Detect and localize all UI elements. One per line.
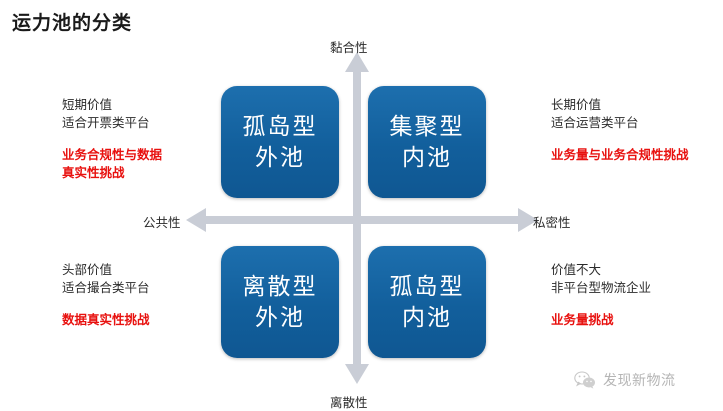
watermark-text: 发现新物流 (603, 372, 676, 388)
page-title: 运力池的分类 (12, 13, 133, 34)
watermark: 发现新物流 (574, 370, 676, 390)
wechat-icon (574, 370, 595, 389)
annotation-text: 头部价值 (62, 263, 113, 277)
annotation-text: 短期价值 (62, 98, 113, 112)
axis-label-right: 私密性 (533, 216, 571, 230)
annotation-top-right: 长期价值 适合运营类平台 业务量与业务合规性挑战 (551, 96, 723, 164)
quadrant-label-line1: 集聚型 (389, 113, 465, 139)
quadrant-label-line2: 外池 (255, 304, 305, 330)
annotation-bottom-left: 头部价值 适合撮合类平台 数据真实性挑战 (62, 261, 240, 329)
annotation-text: 适合撮合类平台 (62, 281, 150, 295)
quadrant-label-line1: 孤岛型 (389, 273, 465, 299)
annotation-highlight: 数据真实性挑战 (62, 313, 150, 327)
quadrant-label-line1: 离散型 (242, 273, 318, 299)
axis-label-top: 黏合性 (330, 41, 368, 55)
quadrant-label-line1: 孤岛型 (242, 113, 318, 139)
axis-label-left: 公共性 (143, 216, 181, 230)
quadrant-label-line2: 内池 (402, 304, 452, 330)
axis-label-bottom: 离散性 (330, 396, 368, 410)
annotation-text: 适合运营类平台 (551, 116, 639, 130)
annotation-text: 价值不大 (551, 263, 602, 277)
quadrant-box-top-right[interactable]: 集聚型 内池 (368, 86, 486, 198)
quadrant-box-bottom-left[interactable]: 离散型 外池 (221, 246, 339, 358)
annotation-text: 非平台型物流企业 (551, 281, 652, 295)
horizontal-axis-arrow (186, 208, 538, 232)
quadrant-box-top-left[interactable]: 孤岛型 外池 (221, 86, 339, 198)
quadrant-box-bottom-right[interactable]: 孤岛型 内池 (368, 246, 486, 358)
annotation-text: 适合开票类平台 (62, 116, 150, 130)
annotation-bottom-right: 价值不大 非平台型物流企业 业务量挑战 (551, 261, 723, 329)
annotation-highlight: 真实性挑战 (62, 166, 125, 180)
quadrant-label-line2: 外池 (255, 144, 305, 170)
annotation-highlight: 业务量挑战 (551, 313, 614, 327)
quadrant-label-line2: 内池 (402, 144, 452, 170)
annotation-top-left: 短期价值 适合开票类平台 业务合规性与数据 真实性挑战 (62, 96, 240, 182)
annotation-highlight: 业务量与业务合规性挑战 (551, 148, 689, 162)
annotation-text: 长期价值 (551, 98, 602, 112)
annotation-highlight: 业务合规性与数据 (62, 148, 163, 162)
